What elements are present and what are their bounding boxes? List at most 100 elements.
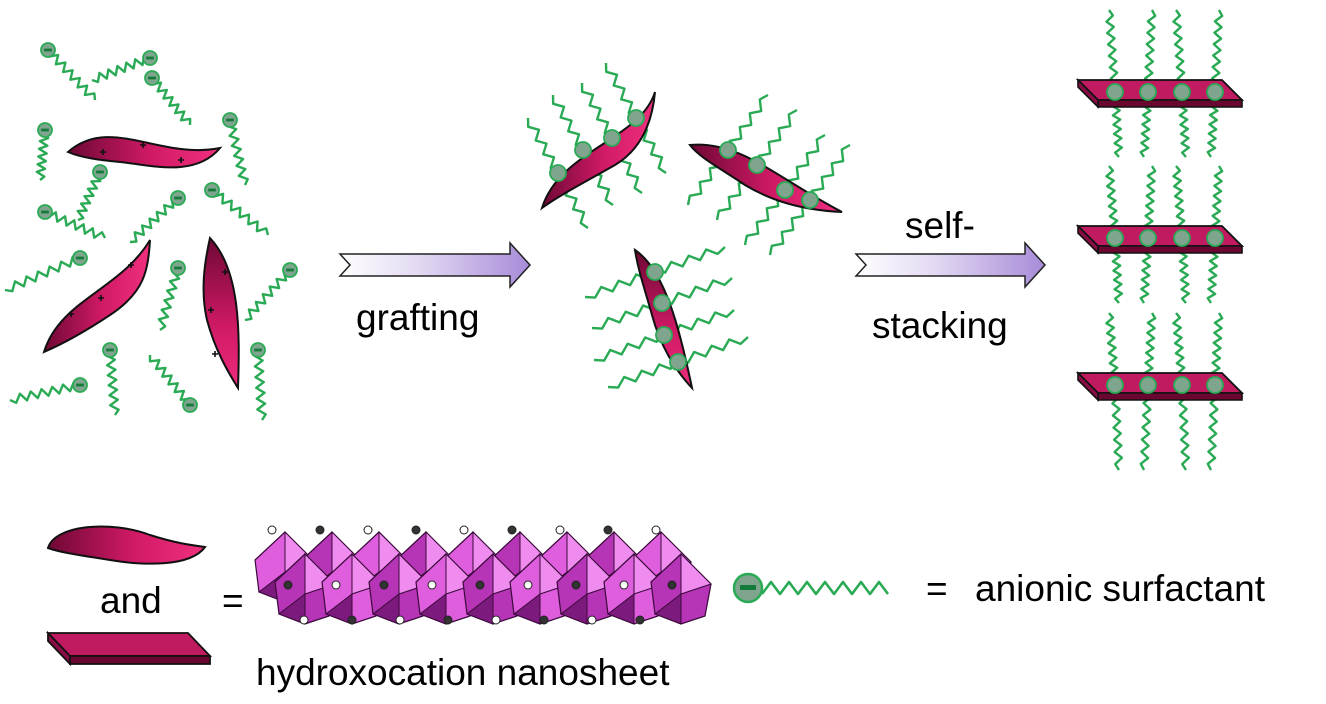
- surfactant-tail: [91, 54, 151, 84]
- minus-icon: [186, 403, 194, 407]
- surfactant-tail: [1105, 165, 1120, 237]
- legend-surfactant-icon: [732, 572, 890, 604]
- atom: [411, 525, 421, 535]
- legend-flat-sheet-icon: [45, 630, 213, 667]
- stacked-nanosheets: [1075, 9, 1245, 471]
- surfactant-head: [1206, 83, 1224, 101]
- atom: [667, 580, 677, 590]
- minus-icon: [41, 128, 49, 132]
- nanosheet-side: [1077, 78, 1099, 109]
- octahedron-face: [371, 592, 400, 625]
- surfactant-tail: [1143, 312, 1157, 384]
- octahedron-face: [324, 592, 353, 625]
- nanosheet-edge: [1097, 245, 1243, 254]
- surfactant-tail: [35, 129, 50, 181]
- nanosheet-structure-image: [254, 525, 712, 625]
- surfactant-tail: [1105, 312, 1120, 384]
- nanosheet-edge: [1097, 99, 1243, 108]
- atom: [347, 615, 357, 625]
- atom: [555, 525, 565, 535]
- atom: [299, 615, 309, 625]
- atom: [475, 580, 485, 590]
- surfactant-tail: [1172, 312, 1187, 384]
- surfactant-head: [1139, 229, 1157, 247]
- legend-curved-sheet-icon: [46, 525, 207, 565]
- nanosheet-curved: [66, 136, 223, 169]
- minus-icon: [208, 188, 216, 192]
- self-label: self-: [905, 205, 975, 246]
- surfactant-head: [653, 294, 671, 312]
- atom: [507, 525, 517, 535]
- surfactant-head: [655, 326, 673, 344]
- surfactant-head: [1206, 376, 1224, 394]
- self-stacking-arrow: [854, 241, 1047, 289]
- atom: [523, 580, 533, 590]
- surfactant-tail: [150, 77, 192, 126]
- equals-sign-1: =: [222, 580, 244, 621]
- surfactant-tail: [43, 211, 107, 239]
- surfactant-head: [646, 263, 664, 281]
- surfactant-tail: [253, 349, 267, 421]
- surfactant-tail: [226, 119, 249, 186]
- surfactant-tail: [1210, 312, 1224, 384]
- surfactant-head: [1139, 376, 1157, 394]
- octahedron-face: [680, 552, 712, 595]
- surfactant-head: [1173, 83, 1191, 101]
- minus-icon: [226, 118, 234, 122]
- grafted-nanosheets: [526, 62, 851, 392]
- atom: [539, 615, 549, 625]
- surfactant-tail: [1210, 165, 1224, 237]
- minus-icon: [740, 585, 756, 590]
- surfactant-tail: [148, 355, 192, 405]
- atom: [571, 580, 581, 590]
- octahedron-face: [512, 592, 541, 625]
- surfactant-tail: [76, 170, 102, 222]
- octahedron-face: [465, 592, 494, 625]
- surfactant-tail: [46, 49, 97, 101]
- surfactant-tail: [105, 349, 120, 416]
- grafting-arrow: [338, 241, 532, 289]
- atom: [363, 525, 373, 535]
- octahedron-face: [277, 592, 306, 625]
- atom: [427, 580, 437, 590]
- minus-icon: [76, 256, 84, 260]
- octahedron-face: [653, 592, 682, 625]
- surfactant-head: [549, 164, 567, 182]
- surfactant-tail: [1210, 9, 1224, 91]
- octahedron-face: [418, 592, 447, 625]
- nanosheet-side: [1077, 371, 1099, 402]
- atom: [635, 615, 645, 625]
- dispersed-mixture: [4, 42, 298, 421]
- minus-icon: [174, 196, 182, 200]
- surfactant-tail: [1172, 165, 1187, 237]
- atom: [379, 580, 389, 590]
- minus-icon: [106, 348, 114, 352]
- surfactant-tail: [157, 267, 181, 331]
- plus-sign-icon: [68, 142, 228, 357]
- nanosheet-edge: [1097, 392, 1243, 401]
- surfactant-tail: [9, 381, 81, 404]
- surfactant-head: [719, 141, 737, 159]
- surfactant-tail: [1143, 9, 1157, 91]
- atom: [395, 615, 405, 625]
- surfactant-head: [574, 141, 592, 159]
- minus-icon: [44, 48, 52, 52]
- minus-icon: [174, 266, 182, 270]
- surfactant-head: [1173, 376, 1191, 394]
- minus-icon: [76, 383, 84, 387]
- nanosheet-curved: [42, 239, 151, 354]
- anionic-surfactant-label: anionic surfactant: [975, 568, 1266, 609]
- hydroxocation-nanosheet-label: hydroxocation nanosheet: [256, 652, 670, 693]
- surfactant-head: [1106, 229, 1124, 247]
- nanosheet-side: [1077, 224, 1099, 255]
- surfactant-head: [776, 181, 794, 199]
- surfactant-head: [1139, 83, 1157, 101]
- surfactant-tail: [1105, 9, 1120, 91]
- minus-icon: [41, 210, 49, 214]
- minus-icon: [148, 76, 156, 80]
- surfactant-head: [748, 156, 766, 174]
- atom: [331, 580, 341, 590]
- surfactant-tail: [129, 196, 179, 244]
- surfactant-head: [603, 129, 621, 147]
